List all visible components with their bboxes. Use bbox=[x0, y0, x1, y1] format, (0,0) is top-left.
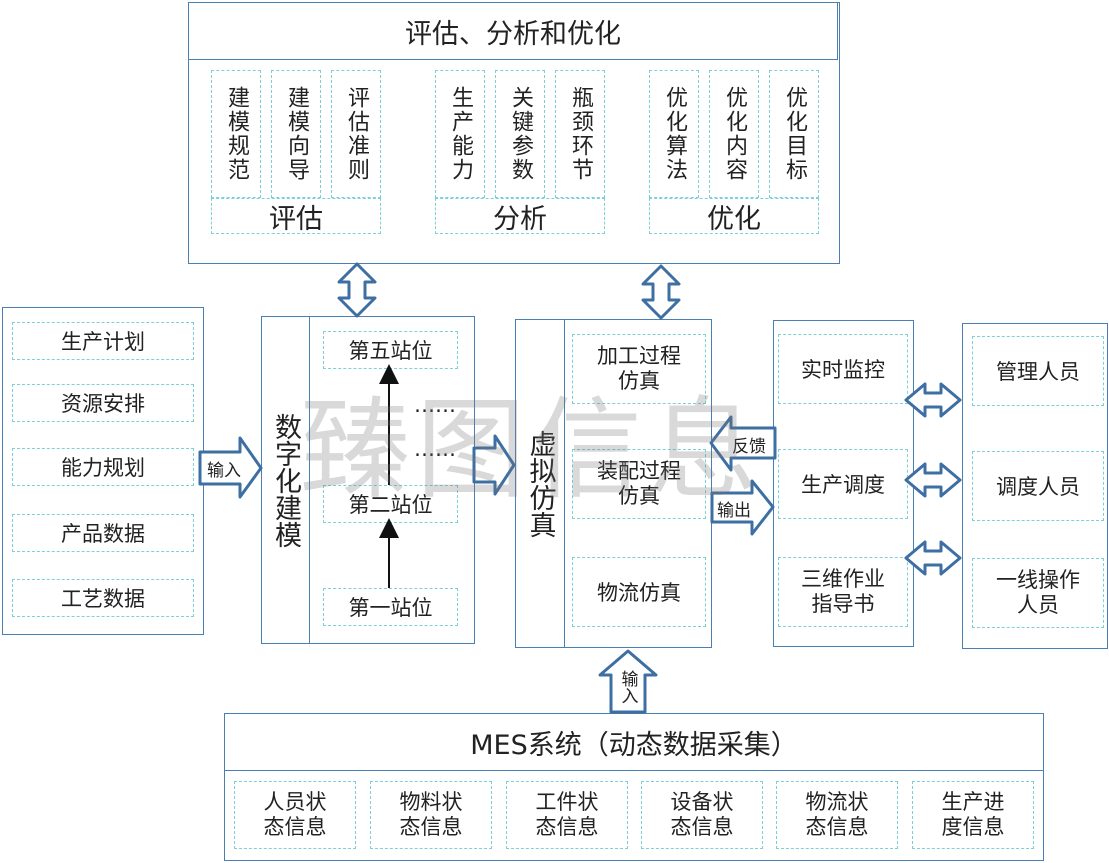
input-arrow-bottom bbox=[598, 649, 658, 714]
input-label-left: 输入 bbox=[207, 460, 241, 481]
top-title: 评估、分析和优化 bbox=[405, 18, 621, 50]
mes-item-2: 物料状 态信息 bbox=[370, 781, 492, 849]
mes-title: MES系统（动态数据采集） bbox=[470, 729, 798, 761]
optimize-col-3: 优化目标 bbox=[769, 70, 819, 198]
double-arrow-eval-modeling bbox=[337, 262, 377, 318]
ellipsis-2: …… bbox=[414, 437, 456, 461]
analysis-col-3: 瓶颈环节 bbox=[555, 70, 605, 198]
mes-item-6: 生产进 度信息 bbox=[912, 781, 1034, 849]
input-arrow-left bbox=[198, 436, 263, 499]
double-arrow-monitor-manager bbox=[904, 382, 962, 418]
station-1: 第一站位 bbox=[323, 588, 458, 626]
modeling-to-simulation-arrow bbox=[472, 434, 516, 496]
optimize-col-2: 优化内容 bbox=[709, 70, 759, 198]
output-label: 输出 bbox=[717, 500, 751, 521]
mes-title-bar: MES系统（动态数据采集） bbox=[224, 713, 1044, 771]
left-item-5: 工艺数据 bbox=[12, 579, 194, 617]
analysis-col-2: 关键参数 bbox=[495, 70, 545, 198]
sim-assembly: 装配过程 仿真 bbox=[572, 449, 706, 519]
feedback-arrow bbox=[709, 415, 777, 472]
eval-group-label: 评估 bbox=[211, 198, 381, 235]
mes-item-3: 工件状 态信息 bbox=[506, 781, 628, 849]
eval-col-3: 评估准则 bbox=[331, 70, 381, 198]
analysis-group-label: 分析 bbox=[435, 198, 605, 235]
ellipsis-1: …… bbox=[414, 393, 456, 417]
optimize-col-1: 优化算法 bbox=[649, 70, 699, 198]
feedback-label: 反馈 bbox=[732, 436, 766, 457]
mes-item-4: 设备状 态信息 bbox=[641, 781, 763, 849]
top-title-bar: 评估、分析和优化 bbox=[188, 2, 838, 60]
digital-modeling-title: 数字化建模 bbox=[270, 412, 301, 548]
eval-col-1: 建模规范 bbox=[211, 70, 261, 198]
person-dispatcher: 调度人员 bbox=[972, 451, 1104, 521]
station-5: 第五站位 bbox=[323, 331, 458, 369]
input-label-bottom: 输入 bbox=[617, 670, 638, 704]
digital-modeling-title-box: 数字化建模 bbox=[261, 316, 310, 644]
left-item-4: 产品数据 bbox=[12, 514, 194, 552]
virtual-simulation-title-box: 虚拟仿真 bbox=[515, 319, 565, 648]
optimize-group-label: 优化 bbox=[649, 198, 819, 235]
double-arrow-optimize-simulation bbox=[641, 264, 681, 320]
sim-machining: 加工过程 仿真 bbox=[572, 334, 706, 404]
mes-item-5: 物流状 态信息 bbox=[776, 781, 898, 849]
left-item-1: 生产计划 bbox=[12, 322, 194, 360]
station-2: 第二站位 bbox=[323, 485, 458, 523]
virtual-simulation-title: 虚拟仿真 bbox=[524, 429, 556, 538]
eval-col-2: 建模向导 bbox=[271, 70, 321, 198]
out-3d-instruction: 三维作业 指导书 bbox=[778, 557, 908, 627]
output-arrow bbox=[710, 479, 775, 536]
double-arrow-instruction-operator bbox=[904, 540, 962, 576]
left-item-2: 资源安排 bbox=[12, 384, 194, 422]
mes-item-1: 人员状 态信息 bbox=[234, 781, 356, 849]
analysis-col-1: 生产能力 bbox=[435, 70, 485, 198]
person-manager: 管理人员 bbox=[972, 336, 1104, 406]
sim-logistics: 物流仿真 bbox=[572, 557, 706, 627]
left-item-3: 能力规划 bbox=[12, 448, 194, 486]
person-operator: 一线操作 人员 bbox=[972, 558, 1104, 628]
double-arrow-scheduling-dispatcher bbox=[904, 462, 962, 498]
out-realtime-monitor: 实时监控 bbox=[778, 334, 908, 404]
out-scheduling: 生产调度 bbox=[778, 449, 908, 519]
